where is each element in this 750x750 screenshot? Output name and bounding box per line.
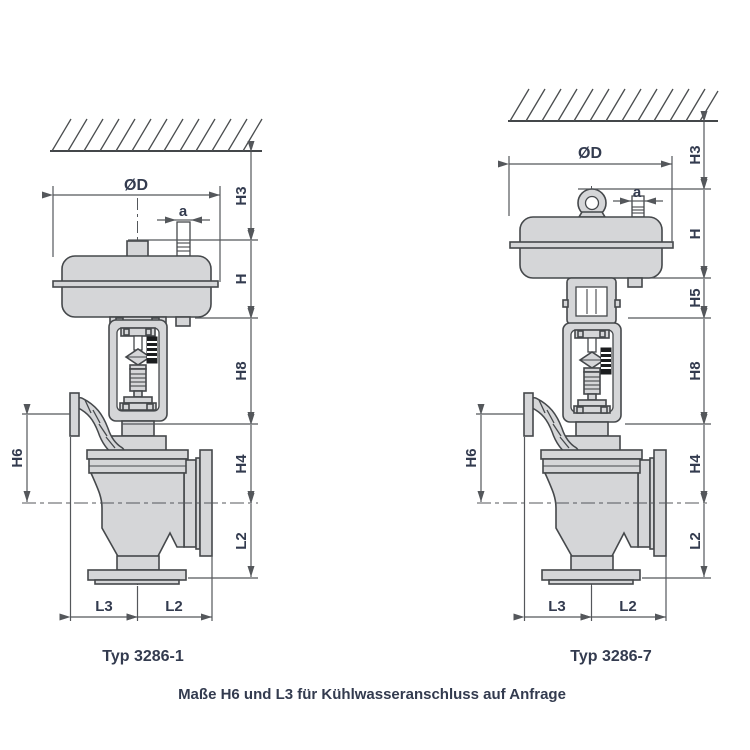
yoke-right xyxy=(562,322,622,423)
dome-tab xyxy=(175,316,191,327)
travel-indicator xyxy=(600,347,612,375)
valve-body-right xyxy=(540,449,667,585)
valve-body-left xyxy=(86,449,213,585)
dim-label-l2v: L2 xyxy=(233,532,250,550)
yoke-left xyxy=(108,319,168,422)
dim-label-h3: H3 xyxy=(233,186,250,205)
dim-label-od: ØD xyxy=(578,145,602,162)
diaphragm-flange-band xyxy=(52,280,219,288)
actuator-stem-top xyxy=(126,240,149,258)
body-casting xyxy=(543,472,639,561)
packing-cylinder xyxy=(583,371,601,395)
dim-label-l3: L3 xyxy=(95,598,113,615)
dim-label-a: a xyxy=(633,184,642,201)
dome-tab xyxy=(627,277,643,288)
type-label-left: Typ 3286-1 xyxy=(102,648,184,665)
stem xyxy=(587,337,597,353)
dim-label-h6: H6 xyxy=(9,448,26,467)
stem xyxy=(133,335,143,351)
bottom-flange xyxy=(541,569,641,581)
dim-label-h8: H8 xyxy=(687,361,704,380)
dim-label-h8: H8 xyxy=(233,361,250,380)
ceiling-hatch-right xyxy=(508,88,719,122)
dim-label-h4: H4 xyxy=(233,454,250,474)
extension-bracket-right xyxy=(562,277,621,325)
cooling-water-connection-left xyxy=(69,392,125,458)
dim-label-l2h: L2 xyxy=(165,598,183,615)
actuator-right xyxy=(509,188,674,288)
bonnet-left xyxy=(109,420,167,453)
dim-label-od: ØD xyxy=(124,177,148,194)
right-valve-figure: ØD a H3 H H5 H8 H4 L2 H6 L3 L2 Typ 3286-… xyxy=(463,88,719,665)
ceiling-hatch-left xyxy=(50,118,263,152)
left-valve-figure: ØD a H3 H H8 H4 L2 H6 L3 L2 Typ 3286-1 xyxy=(9,118,263,665)
dim-label-a: a xyxy=(179,203,188,220)
dimensions-right xyxy=(476,111,711,621)
cooling-flange xyxy=(523,392,534,437)
type-label-right: Typ 3286-7 xyxy=(570,648,652,665)
dim-label-h: H xyxy=(687,229,704,240)
travel-indicator xyxy=(146,336,158,364)
dim-label-h5: H5 xyxy=(687,288,704,307)
body-casting xyxy=(89,472,185,561)
dim-label-l2h: L2 xyxy=(619,598,637,615)
diaphragm-flange-band xyxy=(509,241,674,249)
cooling-flange xyxy=(69,392,80,437)
figure-caption: Maße H6 und L3 für Kühlwasseranschluss a… xyxy=(178,686,566,703)
dim-label-h: H xyxy=(233,274,250,285)
dim-label-l3: L3 xyxy=(548,598,566,615)
dim-label-l2v: L2 xyxy=(687,532,704,550)
dim-label-h4: H4 xyxy=(687,454,704,474)
packing-cylinder xyxy=(129,368,147,392)
dim-label-h6: H6 xyxy=(463,448,480,467)
actuator-left xyxy=(52,221,219,328)
bottom-flange xyxy=(87,569,187,581)
dim-label-h3: H3 xyxy=(687,145,704,164)
dimensions-left xyxy=(22,141,258,621)
cooling-water-connection-right xyxy=(523,392,579,458)
